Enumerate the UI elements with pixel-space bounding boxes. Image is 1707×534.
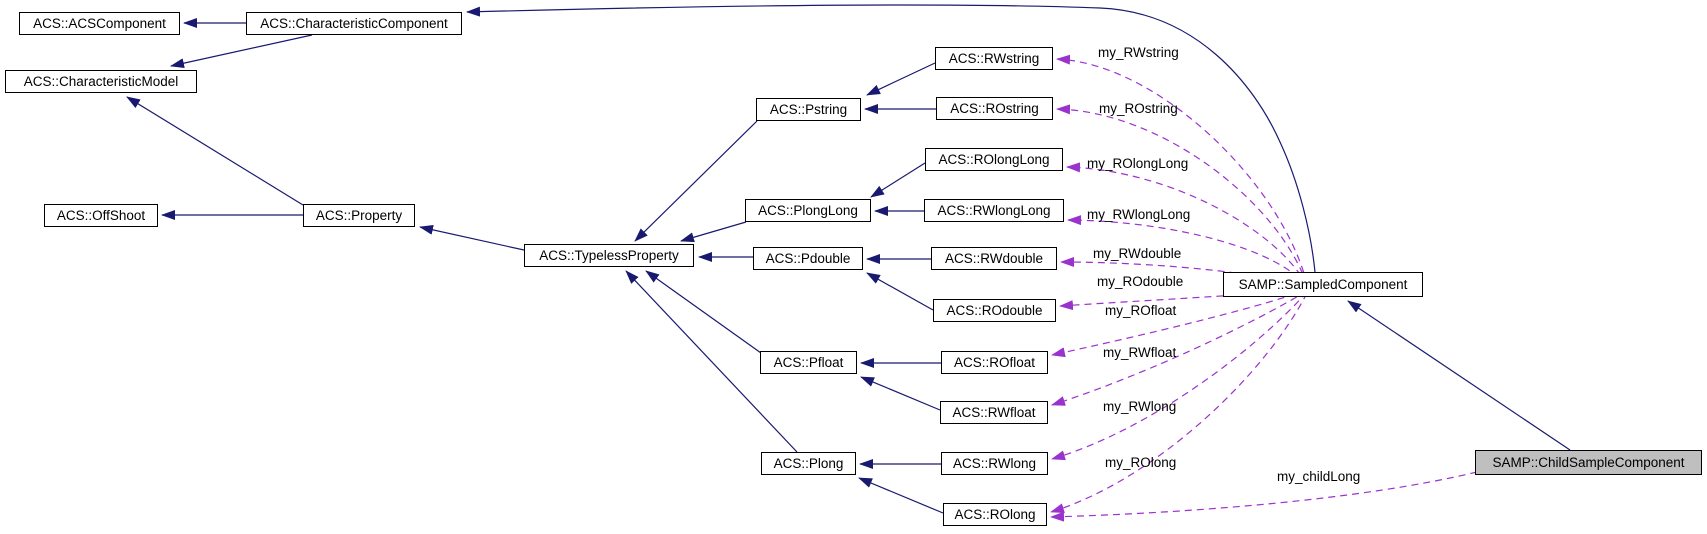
- inheritance-edge-childsamplecomponent-sampledcomponent: [1347, 300, 1571, 451]
- inheritance-edge-rwstring-pstring: [866, 62, 936, 96]
- node-acs-rodouble[interactable]: ACS::ROdouble: [933, 299, 1056, 322]
- inheritance-edge-pfloat-typelessproperty: [645, 270, 762, 354]
- node-acs-rolonglong[interactable]: ACS::ROlongLong: [925, 148, 1063, 171]
- node-acs-rostring[interactable]: ACS::ROstring: [936, 97, 1053, 120]
- usage-edge-my-rostring: [1056, 104, 1308, 286]
- node-acs-pfloat[interactable]: ACS::Pfloat: [760, 351, 857, 374]
- inheritance-edge-rodouble-pdouble: [866, 272, 934, 311]
- node-samp-childsamplecomponent: SAMP::ChildSampleComponent: [1475, 450, 1702, 475]
- edge-label-my-rwfloat: my_RWfloat: [1103, 345, 1177, 360]
- usage-edge-my-rodouble: [1059, 288, 1308, 311]
- edge-label-my-rolonglong: my_ROlongLong: [1087, 156, 1189, 171]
- inheritance-edge-property-characteristicmodel: [126, 96, 304, 206]
- node-acs-pstring[interactable]: ACS::Pstring: [756, 98, 861, 121]
- node-acs-rwfloat[interactable]: ACS::RWfloat: [940, 401, 1048, 424]
- node-acs-rwlonglong[interactable]: ACS::RWlongLong: [924, 199, 1064, 222]
- node-acs-plong[interactable]: ACS::Plong: [761, 452, 856, 475]
- usage-edge-my-rwlonglong: [1067, 215, 1308, 288]
- usage-edge-my-rwfloat: [1051, 290, 1308, 406]
- usage-edge-my-rolonglong: [1066, 162, 1308, 287]
- node-acs-pdouble[interactable]: ACS::Pdouble: [753, 247, 863, 270]
- node-acs-characteristicmodel[interactable]: ACS::CharacteristicModel: [5, 70, 197, 93]
- inheritance-edge-rolong-plong: [858, 477, 944, 514]
- node-acs-rwlong[interactable]: ACS::RWlong: [941, 452, 1048, 475]
- edge-label-my-rwlong: my_RWlong: [1103, 399, 1177, 414]
- inheritance-edge-pstring-typelessproperty: [634, 120, 758, 242]
- edge-label-my-childlong: my_childLong: [1277, 469, 1361, 484]
- node-acs-characteristiccomponent[interactable]: ACS::CharacteristicComponent: [246, 12, 462, 35]
- edge-label-my-rostring: my_ROstring: [1099, 101, 1178, 116]
- node-acs-rolong[interactable]: ACS::ROlong: [943, 503, 1047, 526]
- inheritance-edge-sampledcomponent-characteristiccomponent: [466, 4, 1316, 273]
- node-acs-rwstring[interactable]: ACS::RWstring: [935, 47, 1053, 70]
- edge-label-my-rodouble: my_ROdouble: [1097, 274, 1184, 289]
- inheritance-edge-characteristiccomponent-characteristicmodel: [170, 34, 313, 69]
- node-acs-typelessproperty[interactable]: ACS::TypelessProperty: [524, 244, 694, 267]
- edge-label-my-rwstring: my_RWstring: [1098, 45, 1179, 60]
- inheritance-edge-plong-typelessproperty: [625, 270, 798, 453]
- edge-label-my-rolong: my_ROlong: [1105, 455, 1177, 470]
- edge-label-my-rofloat: my_ROfloat: [1105, 303, 1177, 318]
- node-acs-offshoot[interactable]: ACS::OffShoot: [44, 204, 158, 227]
- node-acs-rwdouble[interactable]: ACS::RWdouble: [931, 247, 1057, 270]
- inheritance-edge-rolonglong-plonglong: [870, 162, 926, 198]
- edge-label-my-rwlonglong: my_RWlongLong: [1087, 207, 1191, 222]
- inheritance-edge-rwfloat-pfloat: [860, 376, 941, 411]
- usage-edge-my-rwdouble: [1060, 257, 1308, 288]
- node-acs-property[interactable]: ACS::Property: [303, 204, 415, 227]
- usage-edge-my-rolong: [1050, 292, 1308, 513]
- edge-label-my-rwdouble: my_RWdouble: [1093, 246, 1182, 261]
- inheritance-edge-typelessproperty-property: [419, 224, 525, 251]
- usage-edge-my-childlong: [1050, 471, 1478, 522]
- node-samp-sampledcomponent[interactable]: SAMP::SampledComponent: [1223, 272, 1423, 297]
- usage-edge-my-rofloat: [1051, 289, 1308, 358]
- inheritance-edge-plonglong-typelessproperty: [680, 221, 747, 243]
- usage-edge-my-rwlong: [1051, 291, 1308, 461]
- node-acs-acscomponent[interactable]: ACS::ACSComponent: [19, 12, 180, 35]
- node-acs-rofloat[interactable]: ACS::ROfloat: [941, 351, 1048, 374]
- node-acs-plonglong[interactable]: ACS::PlongLong: [745, 199, 871, 222]
